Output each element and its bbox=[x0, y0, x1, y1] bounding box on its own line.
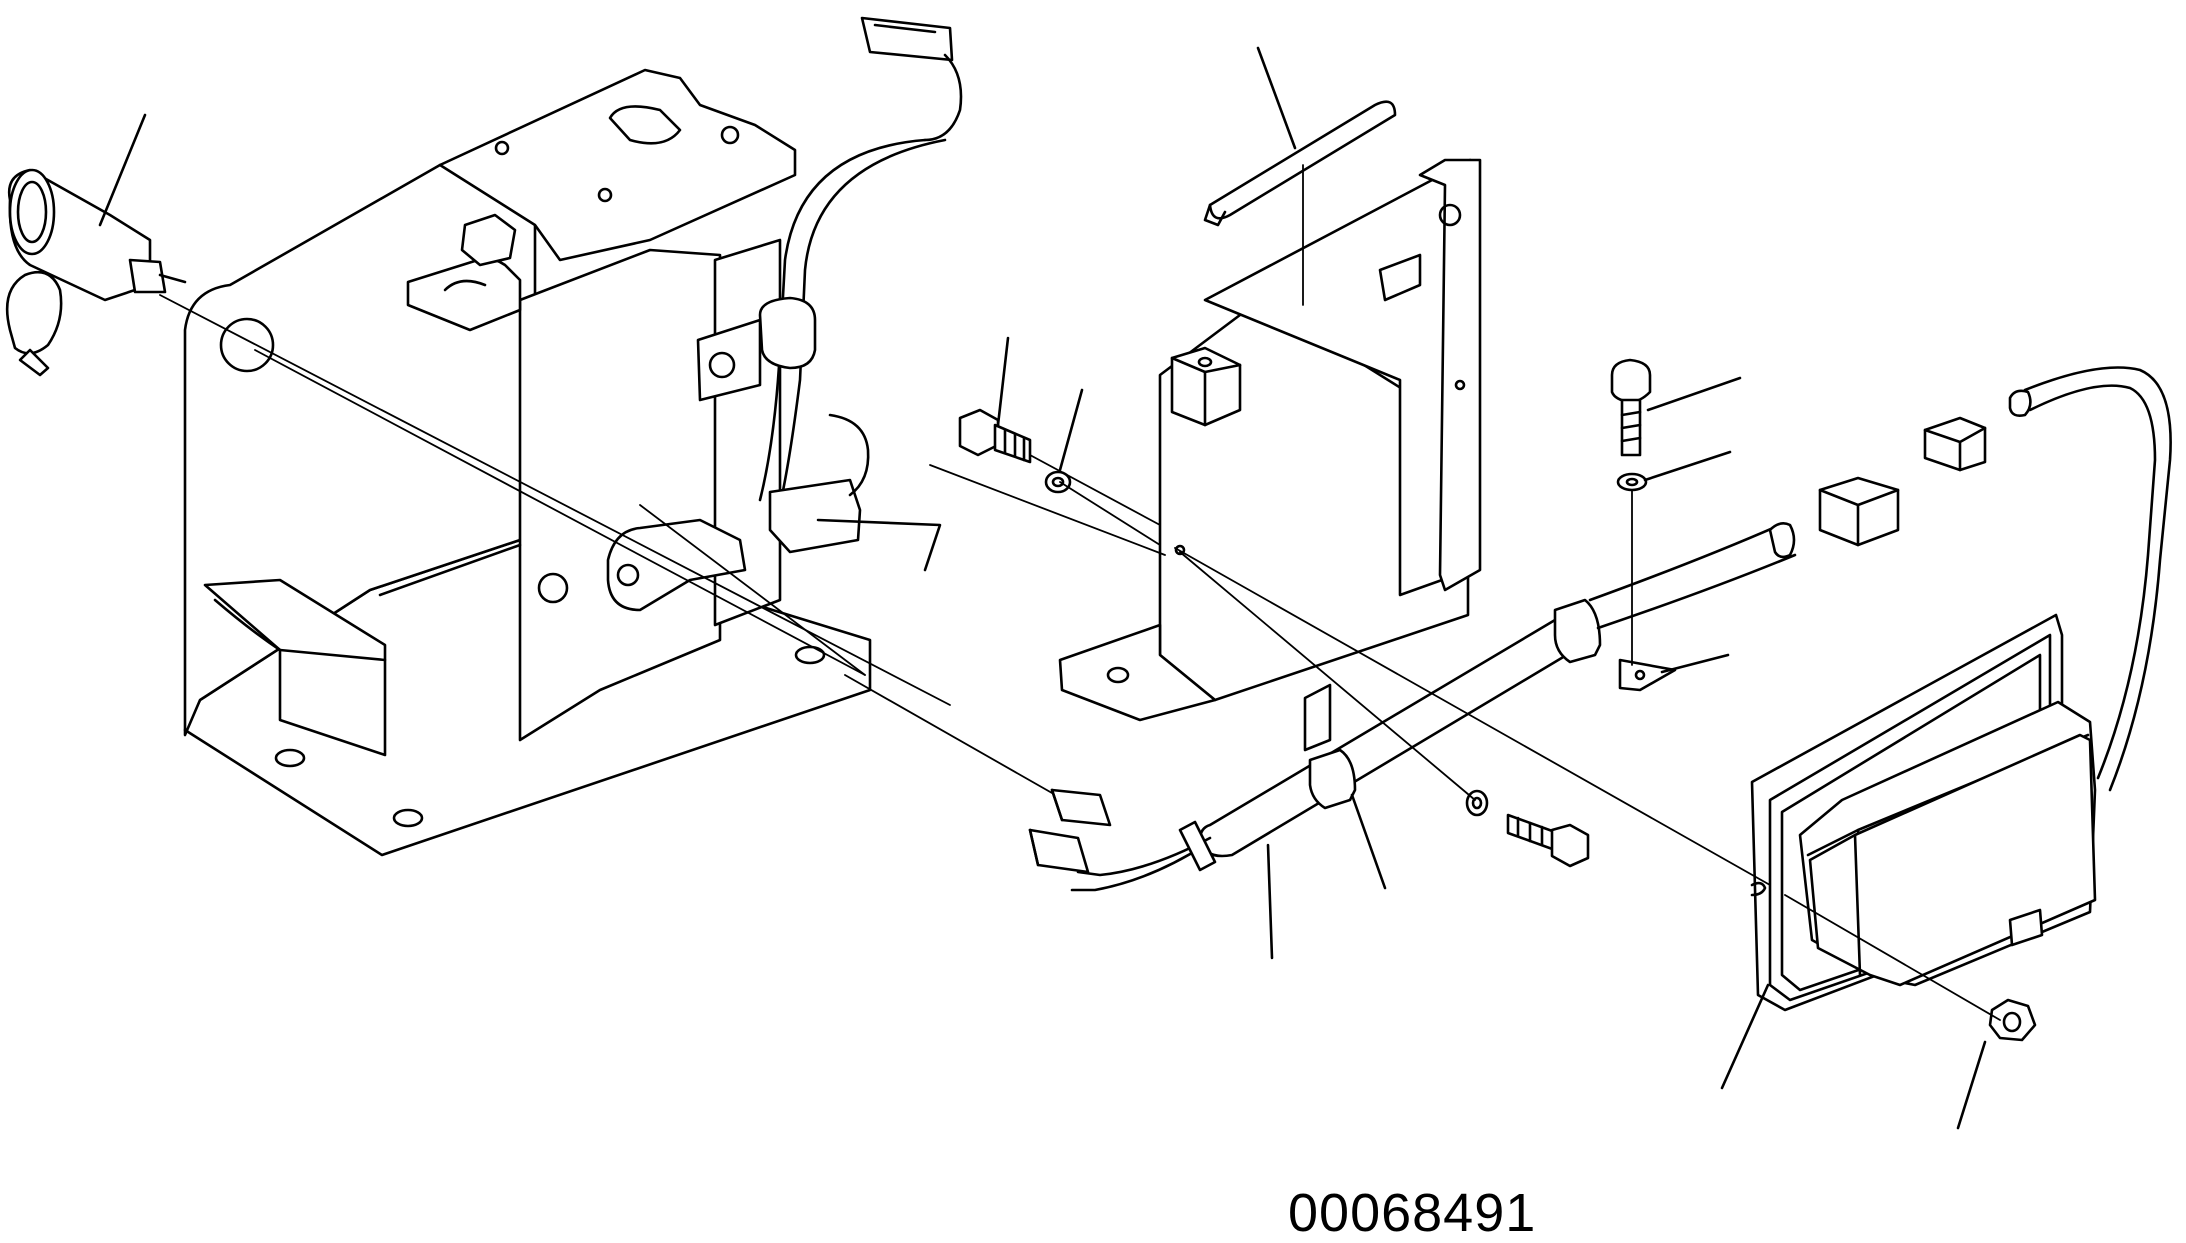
callout-clamp bbox=[1350, 793, 1387, 890]
leader-lines bbox=[159, 164, 2001, 1021]
callout-lighter bbox=[98, 113, 147, 227]
callout-clamp-plate bbox=[1660, 653, 1730, 674]
bolt-right-vertical bbox=[1610, 358, 1652, 457]
harness-connector-upper bbox=[606, 16, 963, 612]
callout-harness bbox=[1266, 843, 1274, 960]
callout-bolt-right bbox=[1646, 376, 1742, 412]
callout-lines bbox=[98, 46, 1987, 1130]
washer-left bbox=[1044, 470, 1072, 494]
lighter-socket bbox=[5, 168, 187, 377]
callout-trim bbox=[1256, 46, 1297, 150]
controller-unit bbox=[1750, 613, 2097, 1012]
washer-right bbox=[1616, 472, 1648, 492]
edge-trim bbox=[1203, 100, 1397, 227]
mounting-bracket bbox=[183, 68, 872, 857]
callout-washer-left bbox=[1058, 388, 1084, 472]
controller-mounting-plate bbox=[1058, 158, 1482, 722]
washer-lower bbox=[1465, 789, 1489, 817]
callout-nut bbox=[1956, 1040, 1987, 1130]
wire-harness bbox=[1028, 366, 2172, 892]
bolt-lower bbox=[1506, 813, 1590, 868]
callout-bolt-left bbox=[996, 336, 1010, 427]
callout-washer-right bbox=[1643, 450, 1732, 482]
nut-bottom-right bbox=[1988, 998, 2037, 1042]
figure-number: 00068491 bbox=[1288, 1183, 1537, 1243]
bolt-left bbox=[958, 408, 1032, 464]
callout-controller bbox=[1720, 983, 1770, 1090]
